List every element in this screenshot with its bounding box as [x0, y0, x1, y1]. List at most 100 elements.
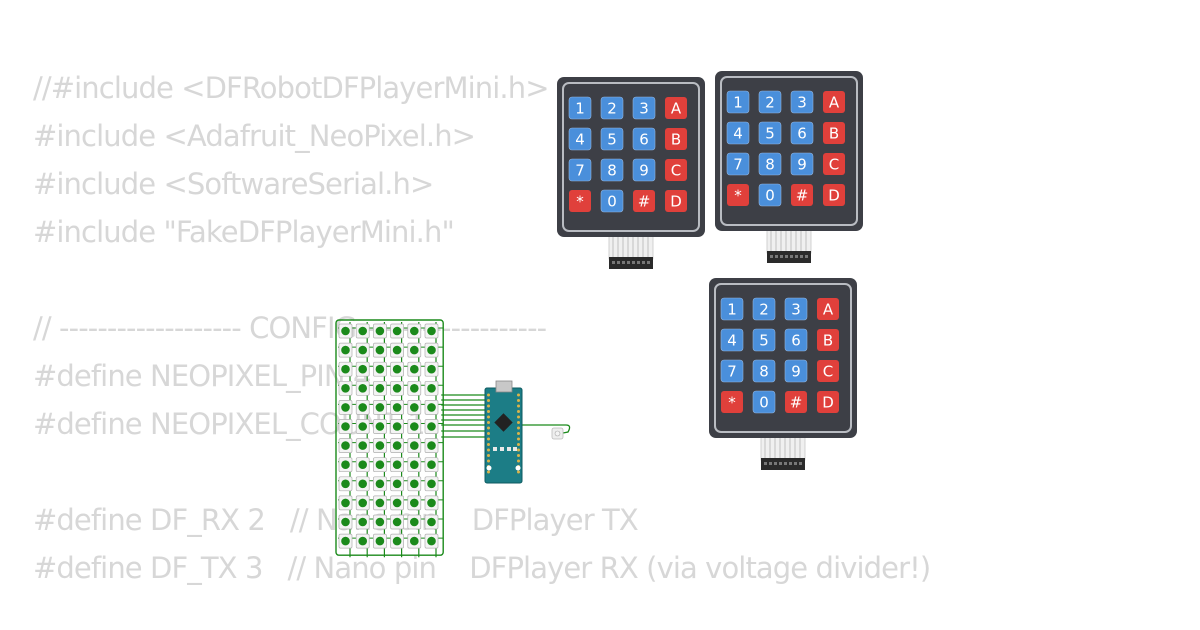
- push-button[interactable]: [338, 380, 353, 396]
- push-button[interactable]: [355, 323, 370, 339]
- push-button[interactable]: [424, 438, 439, 453]
- push-button[interactable]: [373, 380, 387, 396]
- push-button[interactable]: [424, 419, 439, 434]
- keypad-key[interactable]: 7: [720, 359, 744, 383]
- push-button[interactable]: [390, 361, 404, 377]
- push-button[interactable]: [390, 476, 404, 492]
- keypad-key[interactable]: C: [823, 153, 845, 175]
- push-button[interactable]: [355, 495, 370, 511]
- push-button[interactable]: [373, 457, 387, 473]
- push-button[interactable]: [424, 495, 439, 511]
- keypad-key[interactable]: 1: [568, 96, 592, 120]
- keypad-key[interactable]: 8: [600, 158, 624, 182]
- keypad-key[interactable]: *: [727, 184, 749, 206]
- keypad-key[interactable]: 5: [600, 127, 624, 151]
- keypad-key[interactable]: C: [817, 360, 839, 382]
- push-button[interactable]: [373, 342, 387, 358]
- push-button[interactable]: [390, 438, 404, 453]
- push-button[interactable]: [407, 419, 422, 434]
- push-button[interactable]: [355, 361, 370, 377]
- keypad-key[interactable]: D: [823, 184, 845, 206]
- keypad-key[interactable]: 1: [720, 297, 744, 321]
- keypad-key[interactable]: *: [721, 391, 743, 413]
- keypad-key[interactable]: 6: [790, 121, 814, 145]
- push-button[interactable]: [407, 400, 422, 415]
- keypad-key[interactable]: 0: [600, 189, 624, 213]
- push-button[interactable]: [390, 457, 404, 473]
- keypad-key[interactable]: 0: [752, 390, 776, 414]
- push-button[interactable]: [407, 438, 422, 453]
- push-button[interactable]: [355, 533, 370, 549]
- push-button[interactable]: [355, 457, 370, 473]
- push-button[interactable]: [338, 323, 353, 339]
- push-button[interactable]: [407, 361, 422, 377]
- keypad-key[interactable]: 1: [726, 90, 750, 114]
- push-button[interactable]: [338, 457, 353, 473]
- push-button[interactable]: [407, 380, 422, 396]
- push-button[interactable]: [338, 419, 353, 434]
- push-button[interactable]: [355, 438, 370, 453]
- keypad-key[interactable]: 3: [784, 297, 808, 321]
- keypad-key[interactable]: 3: [632, 96, 656, 120]
- push-button[interactable]: [390, 400, 404, 415]
- keypad-key[interactable]: #: [633, 190, 655, 212]
- keypad-key[interactable]: A: [665, 97, 687, 119]
- push-button[interactable]: [424, 533, 439, 549]
- push-button[interactable]: [355, 514, 370, 530]
- keypad-key[interactable]: 6: [632, 127, 656, 151]
- push-button[interactable]: [338, 361, 353, 377]
- push-button[interactable]: [424, 323, 439, 339]
- push-button[interactable]: [390, 419, 404, 434]
- push-button[interactable]: [338, 495, 353, 511]
- push-button[interactable]: [390, 323, 404, 339]
- push-button[interactable]: [390, 533, 404, 549]
- keypad-key[interactable]: 2: [758, 90, 782, 114]
- push-button[interactable]: [338, 533, 353, 549]
- keypad-key[interactable]: 4: [568, 127, 592, 151]
- keypad-key[interactable]: *: [569, 190, 591, 212]
- keypad-key[interactable]: #: [791, 184, 813, 206]
- push-button[interactable]: [373, 476, 387, 492]
- keypad-key[interactable]: 2: [752, 297, 776, 321]
- keypad-key[interactable]: 9: [790, 152, 814, 176]
- keypad-key[interactable]: 3: [790, 90, 814, 114]
- push-button[interactable]: [390, 380, 404, 396]
- keypad-key[interactable]: A: [817, 298, 839, 320]
- keypad-key[interactable]: 4: [726, 121, 750, 145]
- push-button[interactable]: [373, 361, 387, 377]
- push-button[interactable]: [373, 438, 387, 453]
- keypad-key[interactable]: 9: [632, 158, 656, 182]
- button-matrix[interactable]: [338, 323, 439, 549]
- push-button[interactable]: [407, 457, 422, 473]
- push-button[interactable]: [338, 476, 353, 492]
- push-button[interactable]: [390, 342, 404, 358]
- keypad-key[interactable]: A: [823, 91, 845, 113]
- push-button[interactable]: [373, 400, 387, 415]
- push-button[interactable]: [338, 438, 353, 453]
- push-button[interactable]: [373, 514, 387, 530]
- push-button[interactable]: [373, 323, 387, 339]
- push-button[interactable]: [424, 400, 439, 415]
- keypad-key[interactable]: 8: [758, 152, 782, 176]
- keypad-key[interactable]: D: [665, 190, 687, 212]
- keypad-key[interactable]: 2: [600, 96, 624, 120]
- push-button[interactable]: [338, 342, 353, 358]
- keypad-key[interactable]: B: [823, 122, 845, 144]
- keypad-key[interactable]: 6: [784, 328, 808, 352]
- push-button[interactable]: [355, 476, 370, 492]
- keypad-key[interactable]: 9: [784, 359, 808, 383]
- keypad-key[interactable]: B: [817, 329, 839, 351]
- push-button[interactable]: [390, 514, 404, 530]
- push-button[interactable]: [338, 514, 353, 530]
- push-button[interactable]: [373, 533, 387, 549]
- push-button[interactable]: [424, 361, 439, 377]
- keypad-key[interactable]: 5: [752, 328, 776, 352]
- push-button[interactable]: [424, 380, 439, 396]
- push-button[interactable]: [424, 476, 439, 492]
- push-button[interactable]: [373, 419, 387, 434]
- push-button[interactable]: [390, 495, 404, 511]
